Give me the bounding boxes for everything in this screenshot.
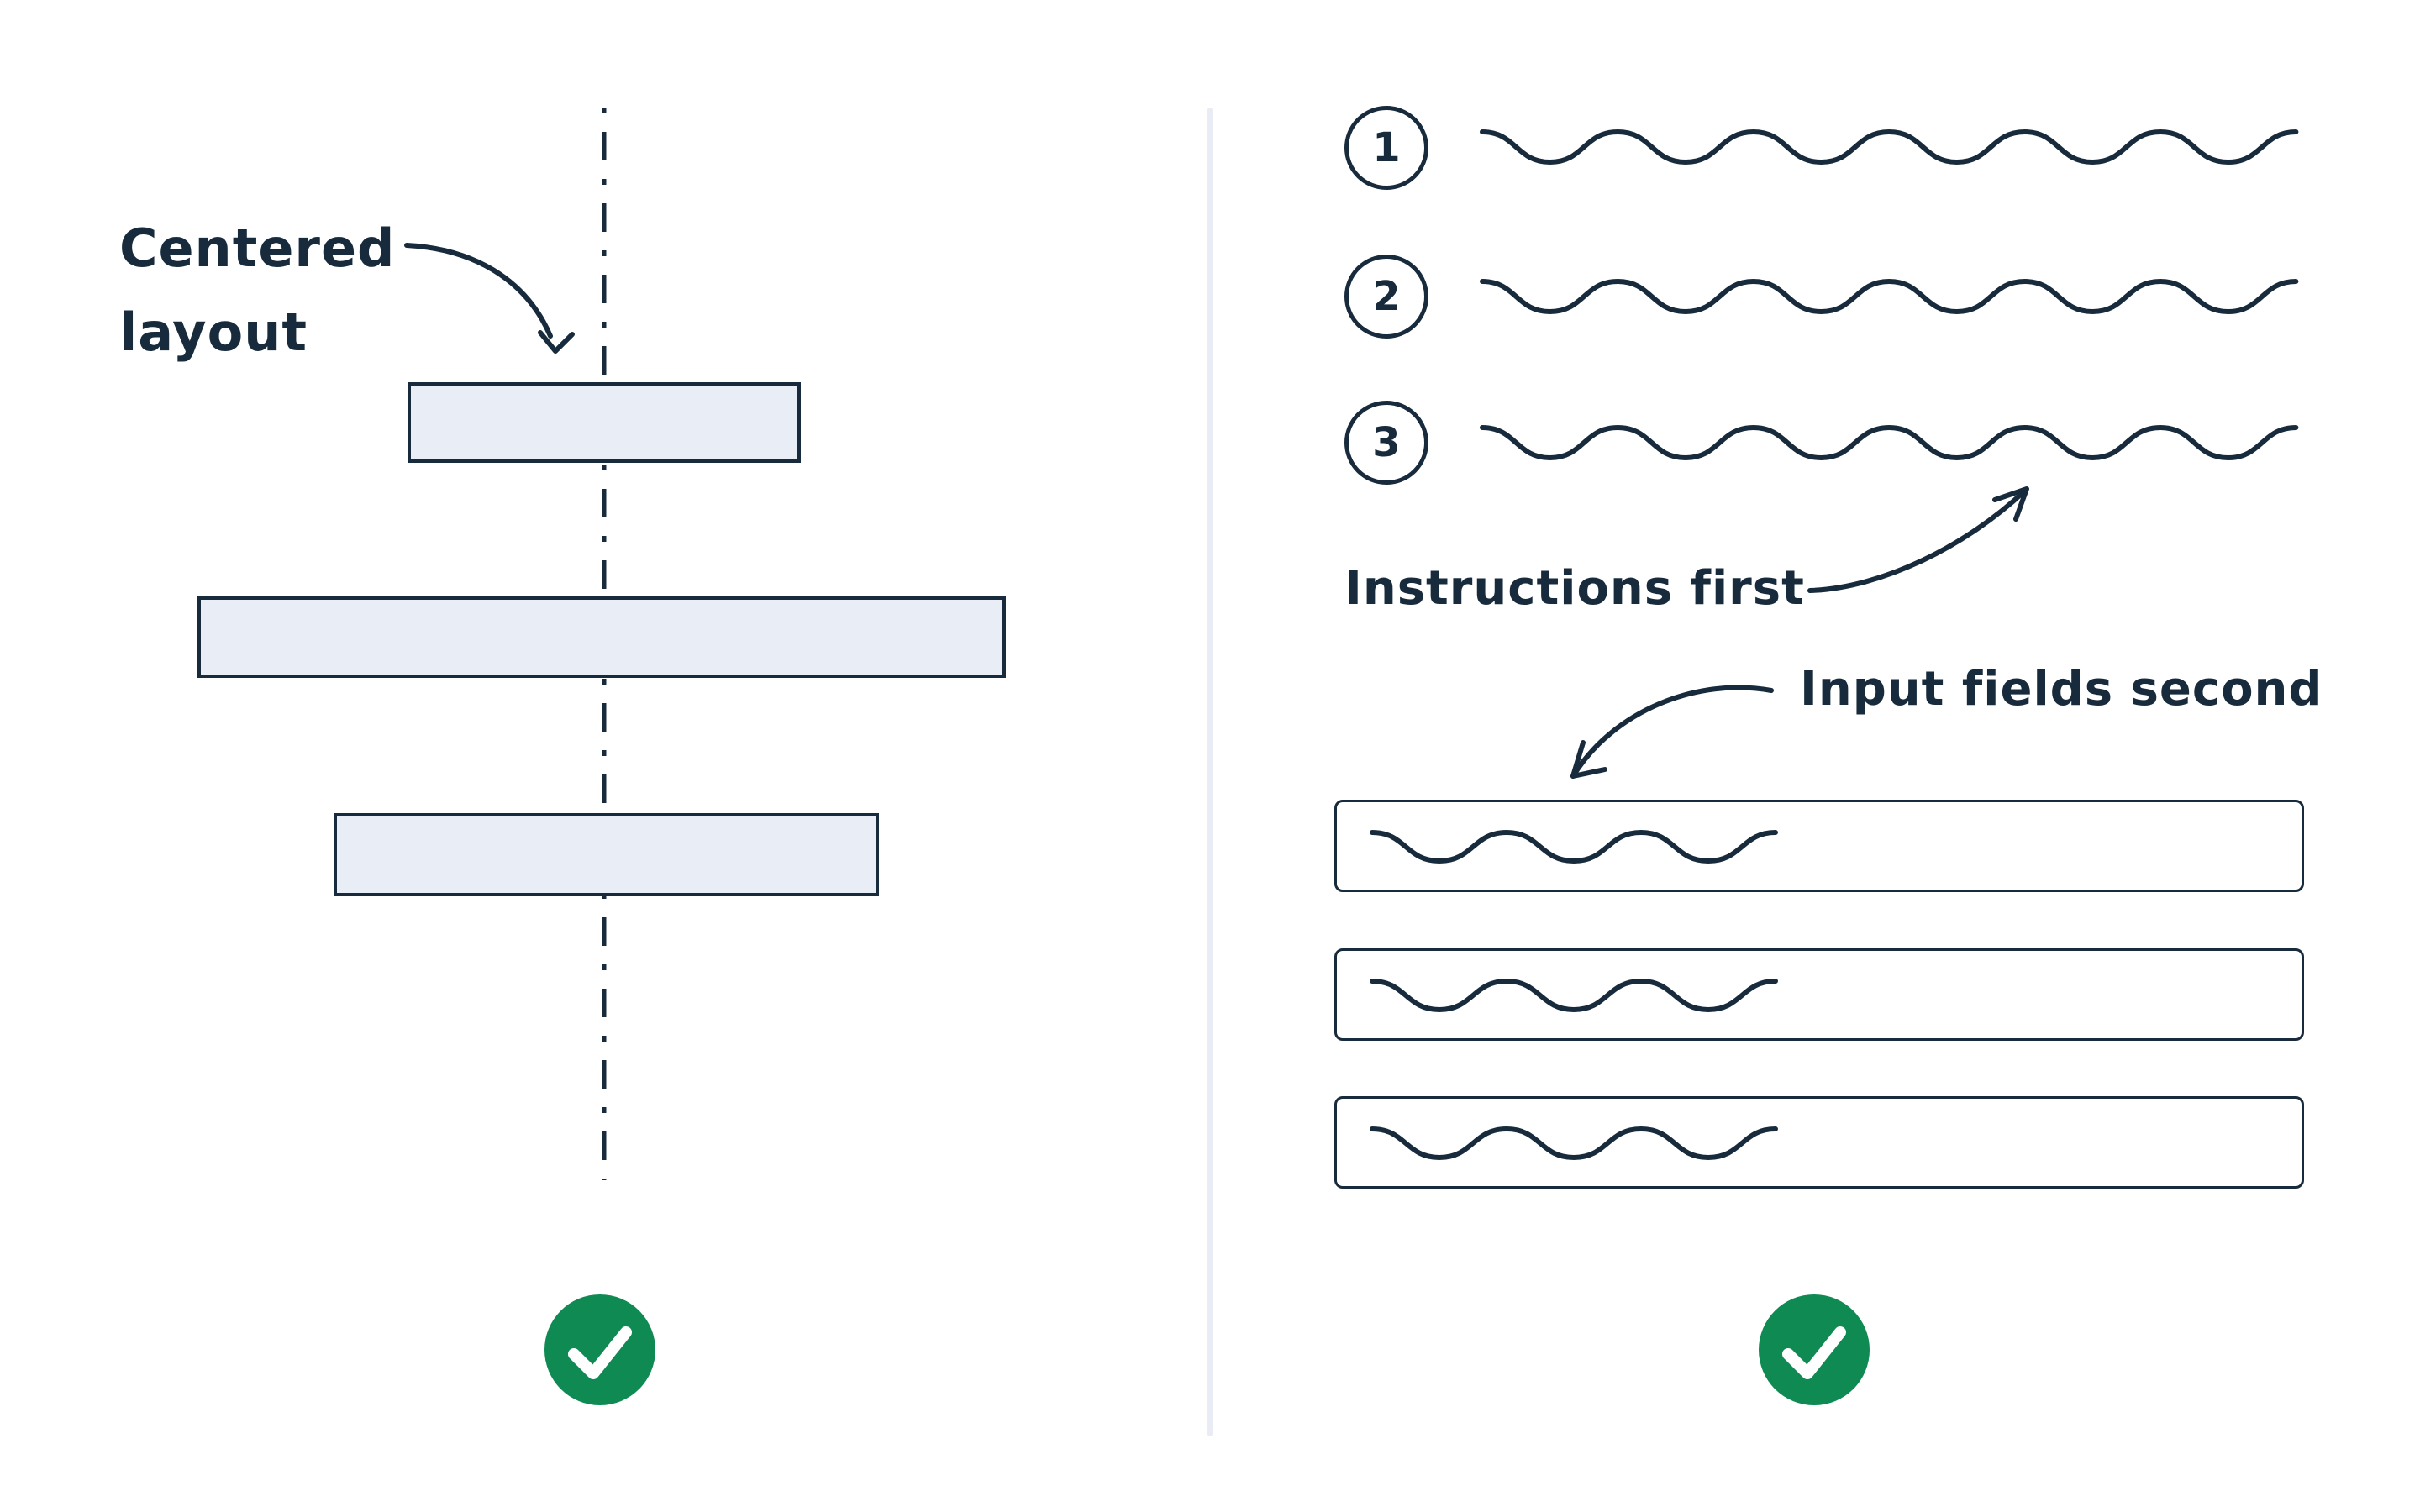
step-number-1: 1: [1372, 124, 1401, 171]
centered-layout-arrow: [404, 243, 575, 354]
input-fields-second-arrow: [1570, 685, 1774, 779]
layout-block-top: [408, 382, 801, 463]
layout-block-middle: [197, 596, 1006, 678]
checkmark-icon: [568, 1326, 632, 1379]
instructions-first-label: Instructions first: [1344, 561, 1805, 616]
input-field-3: [1334, 1096, 2304, 1189]
input-field-1: [1334, 800, 2304, 892]
panel-divider: [1207, 108, 1213, 1436]
step-number-3: 3: [1372, 419, 1401, 466]
text-squiggle-icon: [1480, 278, 2299, 315]
input-field-2: [1334, 948, 2304, 1041]
centered-layout-label-line1: Centered: [119, 218, 396, 279]
centered-layout-label: Centered layout: [119, 207, 395, 375]
step-number-2: 2: [1372, 273, 1401, 320]
right-success-badge: [1759, 1294, 1870, 1405]
value-squiggle-icon: [1370, 1126, 1778, 1161]
layout-block-bottom: [334, 813, 879, 896]
input-fields-second-label: Input fields second: [1800, 662, 2323, 717]
checkmark-icon: [1782, 1326, 1846, 1379]
step-number-badge-3: 3: [1344, 401, 1428, 485]
value-squiggle-icon: [1370, 978, 1778, 1013]
text-squiggle-icon: [1480, 424, 2299, 461]
centered-layout-label-line2: layout: [119, 302, 308, 363]
value-squiggle-icon: [1370, 829, 1778, 864]
text-squiggle-icon: [1480, 129, 2299, 165]
step-number-badge-1: 1: [1344, 106, 1428, 190]
step-number-badge-2: 2: [1344, 255, 1428, 339]
instructions-first-arrow: [1807, 486, 2029, 593]
left-success-badge: [544, 1294, 655, 1405]
